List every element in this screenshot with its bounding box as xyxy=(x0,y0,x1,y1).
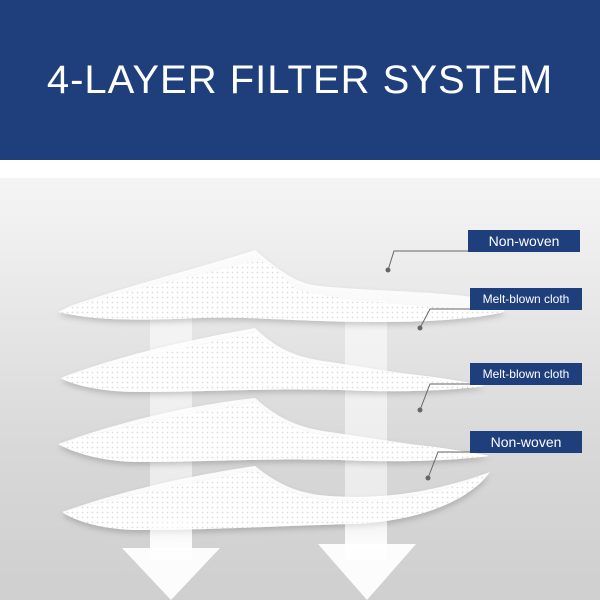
leader-line-2 xyxy=(419,308,470,329)
filter-layer-1 xyxy=(58,250,505,322)
leader-line-4 xyxy=(427,451,470,479)
leader-line-1 xyxy=(387,250,468,271)
leader-dot-1 xyxy=(385,267,391,273)
airflow-arrow-left xyxy=(122,520,220,600)
banner-title: 4-LAYER FILTER SYSTEM xyxy=(46,57,554,102)
layer-label-1: Non-woven xyxy=(468,230,580,252)
filter-layer-3 xyxy=(58,398,490,462)
filter-layer-4 xyxy=(62,466,490,530)
leader-dot-3 xyxy=(417,407,423,413)
layer-label-2: Melt-blown cloth xyxy=(470,288,582,310)
airflow-arrow-right xyxy=(318,520,416,600)
leader-dot-4 xyxy=(425,475,431,481)
filter-layer-2 xyxy=(60,328,485,392)
divider-strip xyxy=(0,160,600,178)
leader-dot-2 xyxy=(417,325,423,331)
leader-line-3 xyxy=(419,383,470,411)
layer-label-3: Melt-blown cloth xyxy=(470,363,582,385)
title-banner: 4-LAYER FILTER SYSTEM xyxy=(0,0,600,160)
layer-label-4: Non-woven xyxy=(470,431,582,453)
